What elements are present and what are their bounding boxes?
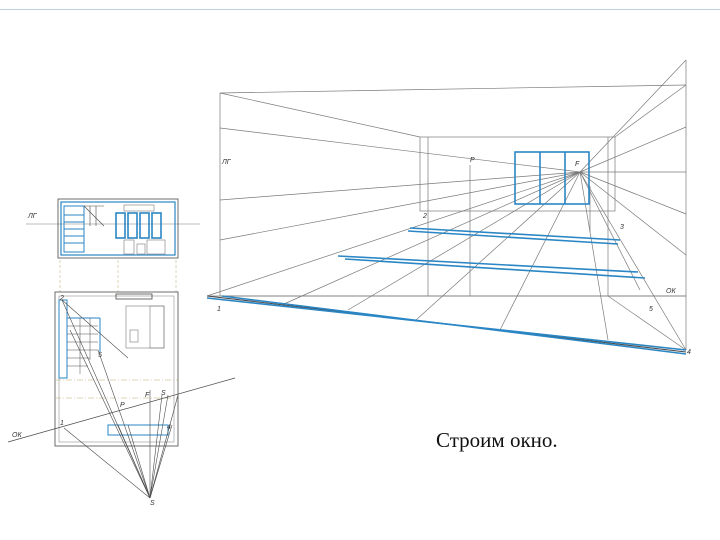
plan-focal-label: F: [145, 392, 150, 399]
plan-station-label-top: S: [161, 390, 166, 397]
plan-point-2-label: 2: [59, 295, 64, 302]
perspective-point-3-label: 3: [620, 224, 624, 231]
plan-view: 2 1 ОК Р F S 4 S 5: [7, 260, 236, 507]
perspective-ground-label: ОК: [666, 288, 676, 295]
plan-point-1-label: 1: [60, 420, 64, 427]
slide-caption: Строим окно.: [436, 428, 558, 452]
perspective-point-4-label: 4: [687, 349, 691, 356]
elevation-horizon-label: ЛГ: [27, 213, 38, 220]
perspective-picture-label: Р: [470, 157, 475, 164]
plan-point-4-label: 4: [167, 424, 171, 431]
plan-ground-label: ОК: [12, 432, 22, 439]
perspective-point-1-label: 1: [217, 306, 221, 313]
elevation-view: ЛГ: [26, 198, 200, 259]
perspective-horizon-label: ЛГ: [221, 159, 232, 166]
perspective-focal-label: F: [575, 161, 580, 168]
perspective-point-5-label: 5: [649, 306, 653, 313]
plan-picture-label: Р: [120, 402, 125, 409]
plan-station-label: S: [150, 500, 155, 507]
slide-top-rule: [0, 9, 720, 10]
perspective-point-2-label: 2: [422, 213, 427, 220]
perspective-view: ЛГ Р F 2 3 ОК 1 5 4: [206, 59, 691, 356]
plan-point-5-label: 5: [98, 352, 102, 359]
